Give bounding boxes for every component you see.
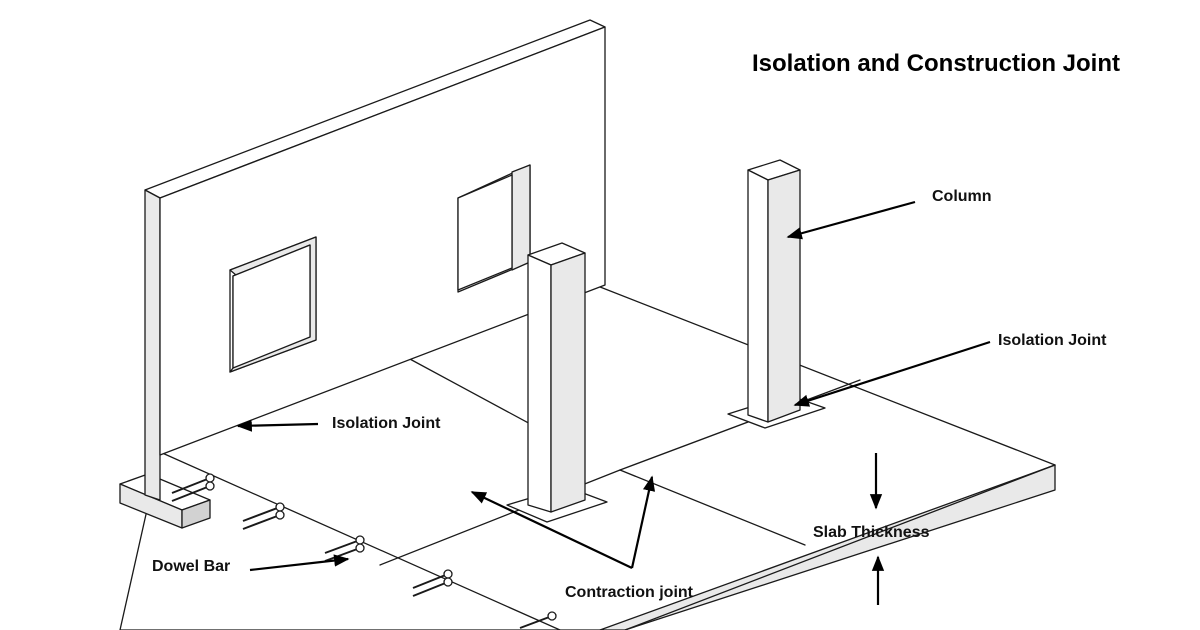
label-column: Column: [932, 188, 992, 205]
wall: [144, 19, 606, 501]
isolation-joint-column-arrow: [793, 340, 991, 407]
label-slab-thickness: Slab Thickness: [813, 524, 930, 541]
label-isolation-joint-wall: Isolation Joint: [332, 415, 441, 432]
column-front: [506, 242, 608, 523]
diagram-title: Isolation and Construction Joint: [752, 50, 1120, 77]
callout-arrows: [236, 200, 991, 605]
isolation-joint-wall-arrow: [236, 419, 319, 432]
dowel-bar-3: [324, 535, 365, 562]
contraction-joint-arrow-left: [470, 491, 633, 569]
dowel-bar-1: [171, 473, 215, 502]
label-dowel-bar: Dowel Bar: [152, 558, 230, 575]
dowel-bar-5: [519, 611, 557, 629]
contraction-joint-arrow-right: [630, 475, 656, 569]
dowel-bars: [171, 473, 557, 629]
wall-footing: [119, 473, 211, 529]
dowel-bar-arrow: [249, 554, 350, 572]
dowel-bar-4: [412, 569, 453, 597]
dowel-bar-2: [242, 502, 285, 530]
column-arrow: [786, 200, 916, 240]
label-contraction-joint: Contraction joint: [565, 584, 694, 601]
label-isolation-joint-column: Isolation Joint: [998, 332, 1107, 349]
